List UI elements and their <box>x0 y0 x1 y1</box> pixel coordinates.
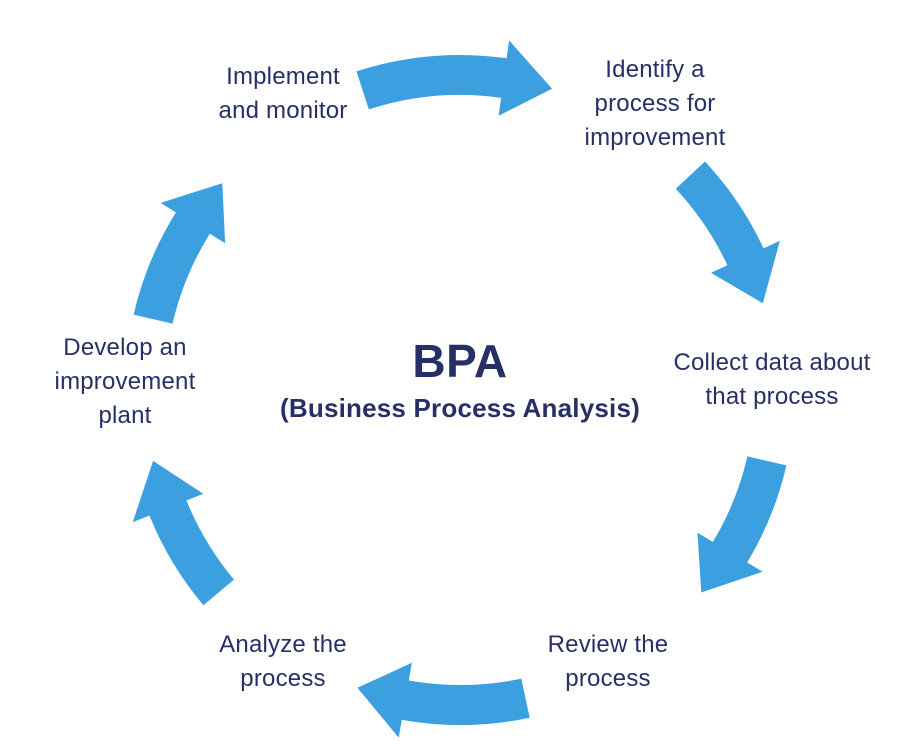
diagram-title: BPA <box>412 335 508 387</box>
arrow-collect-data-to-review-process <box>697 456 787 593</box>
diagram-center: BPA (Business Process Analysis) <box>217 336 703 423</box>
arrow-develop-plan-to-implement-and-monitor <box>133 183 226 324</box>
diagram-subtitle: (Business Process Analysis) <box>280 393 640 423</box>
arrow-analyze-process-to-develop-plan <box>132 460 234 606</box>
arrow-review-process-to-analyze-process <box>357 662 530 738</box>
step-identify-process: Identify a process for improvement <box>584 56 726 151</box>
step-analyze-process: Analyze the process <box>219 631 347 692</box>
step-develop-plan: Develop an improvement plant <box>54 334 196 429</box>
arrow-identify-process-to-collect-data <box>675 161 780 304</box>
step-implement-and-monitor: Implement and monitor <box>218 63 348 124</box>
step-collect-data: Collect data about that process <box>673 349 871 410</box>
arrow-implement-and-monitor-to-identify-process <box>356 40 553 116</box>
step-review-process: Review the process <box>547 631 669 692</box>
